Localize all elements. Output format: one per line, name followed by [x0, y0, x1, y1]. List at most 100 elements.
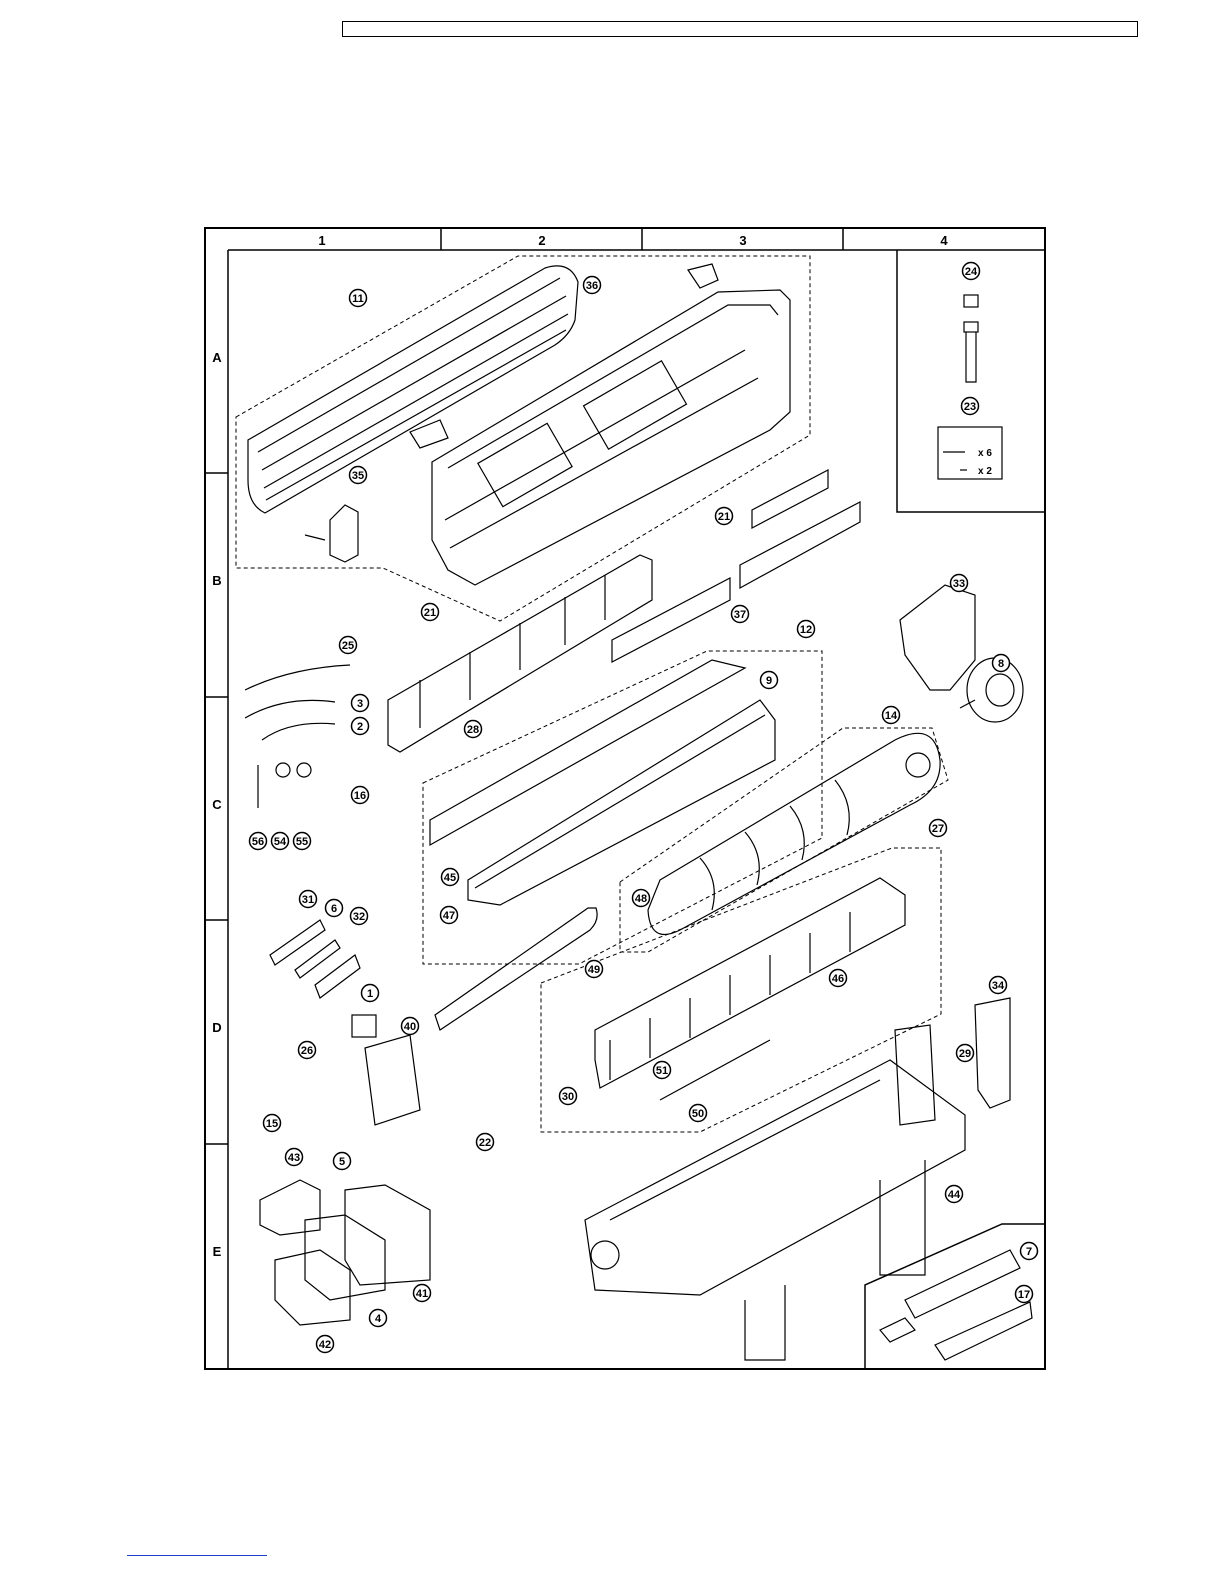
board-31 [270, 920, 325, 965]
terminal-board [352, 1015, 376, 1037]
callout-32: 32 [351, 908, 368, 925]
callout-number: 6 [331, 903, 337, 915]
callout-40: 40 [402, 1018, 419, 1035]
clamp-band [964, 295, 978, 382]
sensor-2 [262, 723, 335, 740]
callout-number: 35 [352, 470, 364, 482]
col-header-1: 1 [318, 233, 325, 248]
callout-50: 50 [690, 1105, 707, 1122]
callout-number: 45 [444, 872, 456, 884]
callout-6: 6 [326, 900, 343, 917]
row-header-D: D [212, 1020, 221, 1035]
evaporator-group-outline [541, 848, 941, 1132]
callout-33: 33 [951, 575, 968, 592]
callout-5: 5 [334, 1153, 351, 1170]
footer-link-underline [127, 1555, 267, 1556]
callout-56: 56 [250, 833, 267, 850]
callout-2: 2 [352, 718, 369, 735]
callout-1: 1 [362, 985, 379, 1002]
callout-3: 3 [352, 695, 369, 712]
callout-21b: 21 [422, 604, 439, 621]
callout-24: 24 [963, 263, 980, 280]
callout-number: 32 [353, 911, 365, 923]
part-54 [276, 763, 290, 777]
filter-strip-b [740, 502, 860, 588]
screw-kit-box [938, 427, 1002, 479]
callout-23: 23 [962, 398, 979, 415]
callout-number: 51 [656, 1065, 668, 1077]
callout-number: 24 [965, 266, 978, 278]
front-cover-chassis [410, 264, 790, 585]
callout-number: 2 [357, 721, 363, 733]
callout-number: 27 [932, 823, 944, 835]
screw-kit-qty-2: x 2 [978, 466, 992, 477]
row-header-B: B [212, 573, 221, 588]
callout-number: 28 [467, 724, 479, 736]
callout-15: 15 [264, 1115, 281, 1132]
callout-number: 4 [375, 1313, 382, 1325]
callout-number: 43 [288, 1152, 300, 1164]
callout-34: 34 [990, 977, 1007, 994]
remote-holder [935, 1302, 1032, 1360]
callout-number: 56 [252, 836, 264, 848]
callout-number: 44 [948, 1189, 961, 1201]
col-header-3: 3 [739, 233, 746, 248]
callout-30: 30 [560, 1088, 577, 1105]
callout-9: 9 [761, 672, 778, 689]
callout-number: 21 [424, 607, 436, 619]
callout-36: 36 [584, 277, 601, 294]
callout-47: 47 [441, 907, 458, 924]
callout-44: 44 [946, 1186, 963, 1203]
part-55 [297, 763, 311, 777]
callout-number: 41 [416, 1288, 428, 1300]
base-chassis [585, 1060, 965, 1360]
callout-4: 4 [370, 1310, 387, 1327]
callout-number: 47 [443, 910, 455, 922]
filter-strip-a [612, 578, 730, 662]
callout-35: 35 [350, 467, 367, 484]
callout-45: 45 [442, 869, 459, 886]
battery-cover [880, 1318, 915, 1342]
part-drawings [245, 264, 1032, 1360]
callout-48: 48 [633, 890, 650, 907]
callout-number: 40 [404, 1021, 416, 1033]
callout-28: 28 [465, 721, 482, 738]
cross-flow-fan [648, 733, 940, 934]
row-header-C: C [212, 797, 222, 812]
callout-16: 16 [352, 787, 369, 804]
callout-number: 25 [342, 640, 354, 652]
cover-42 [275, 1250, 350, 1325]
callout-number: 1 [367, 988, 373, 1000]
bracket-34 [975, 998, 1010, 1108]
callout-46: 46 [830, 970, 847, 987]
callout-11: 11 [350, 290, 367, 307]
screw-kit-qty-6: x 6 [978, 448, 992, 459]
callout-14: 14 [883, 707, 900, 724]
filter-strip-c [752, 470, 828, 528]
cover-41 [345, 1185, 430, 1285]
cover-43 [260, 1180, 320, 1235]
callout-number: 29 [959, 1048, 971, 1060]
callout-42: 42 [317, 1336, 334, 1353]
callout-26: 26 [299, 1042, 316, 1059]
callout-number: 55 [296, 836, 308, 848]
callout-number: 11 [352, 293, 364, 305]
fan-motor [960, 658, 1023, 722]
callout-number: 50 [692, 1108, 704, 1120]
callout-22: 22 [477, 1134, 494, 1151]
sensor-25 [245, 665, 350, 690]
sensor-3 [245, 700, 335, 718]
callout-12: 12 [798, 621, 815, 638]
bracket-35 [330, 505, 358, 562]
callout-number: 23 [964, 401, 976, 413]
callout-number: 33 [953, 578, 965, 590]
callout-51: 51 [654, 1062, 671, 1079]
callout-37: 37 [732, 606, 749, 623]
front-grille-panel [248, 266, 578, 513]
drain-hose [435, 908, 597, 1030]
callout-number: 5 [339, 1156, 345, 1168]
callout-17: 17 [1016, 1286, 1033, 1303]
callout-49: 49 [586, 961, 603, 978]
control-box [365, 1035, 420, 1125]
